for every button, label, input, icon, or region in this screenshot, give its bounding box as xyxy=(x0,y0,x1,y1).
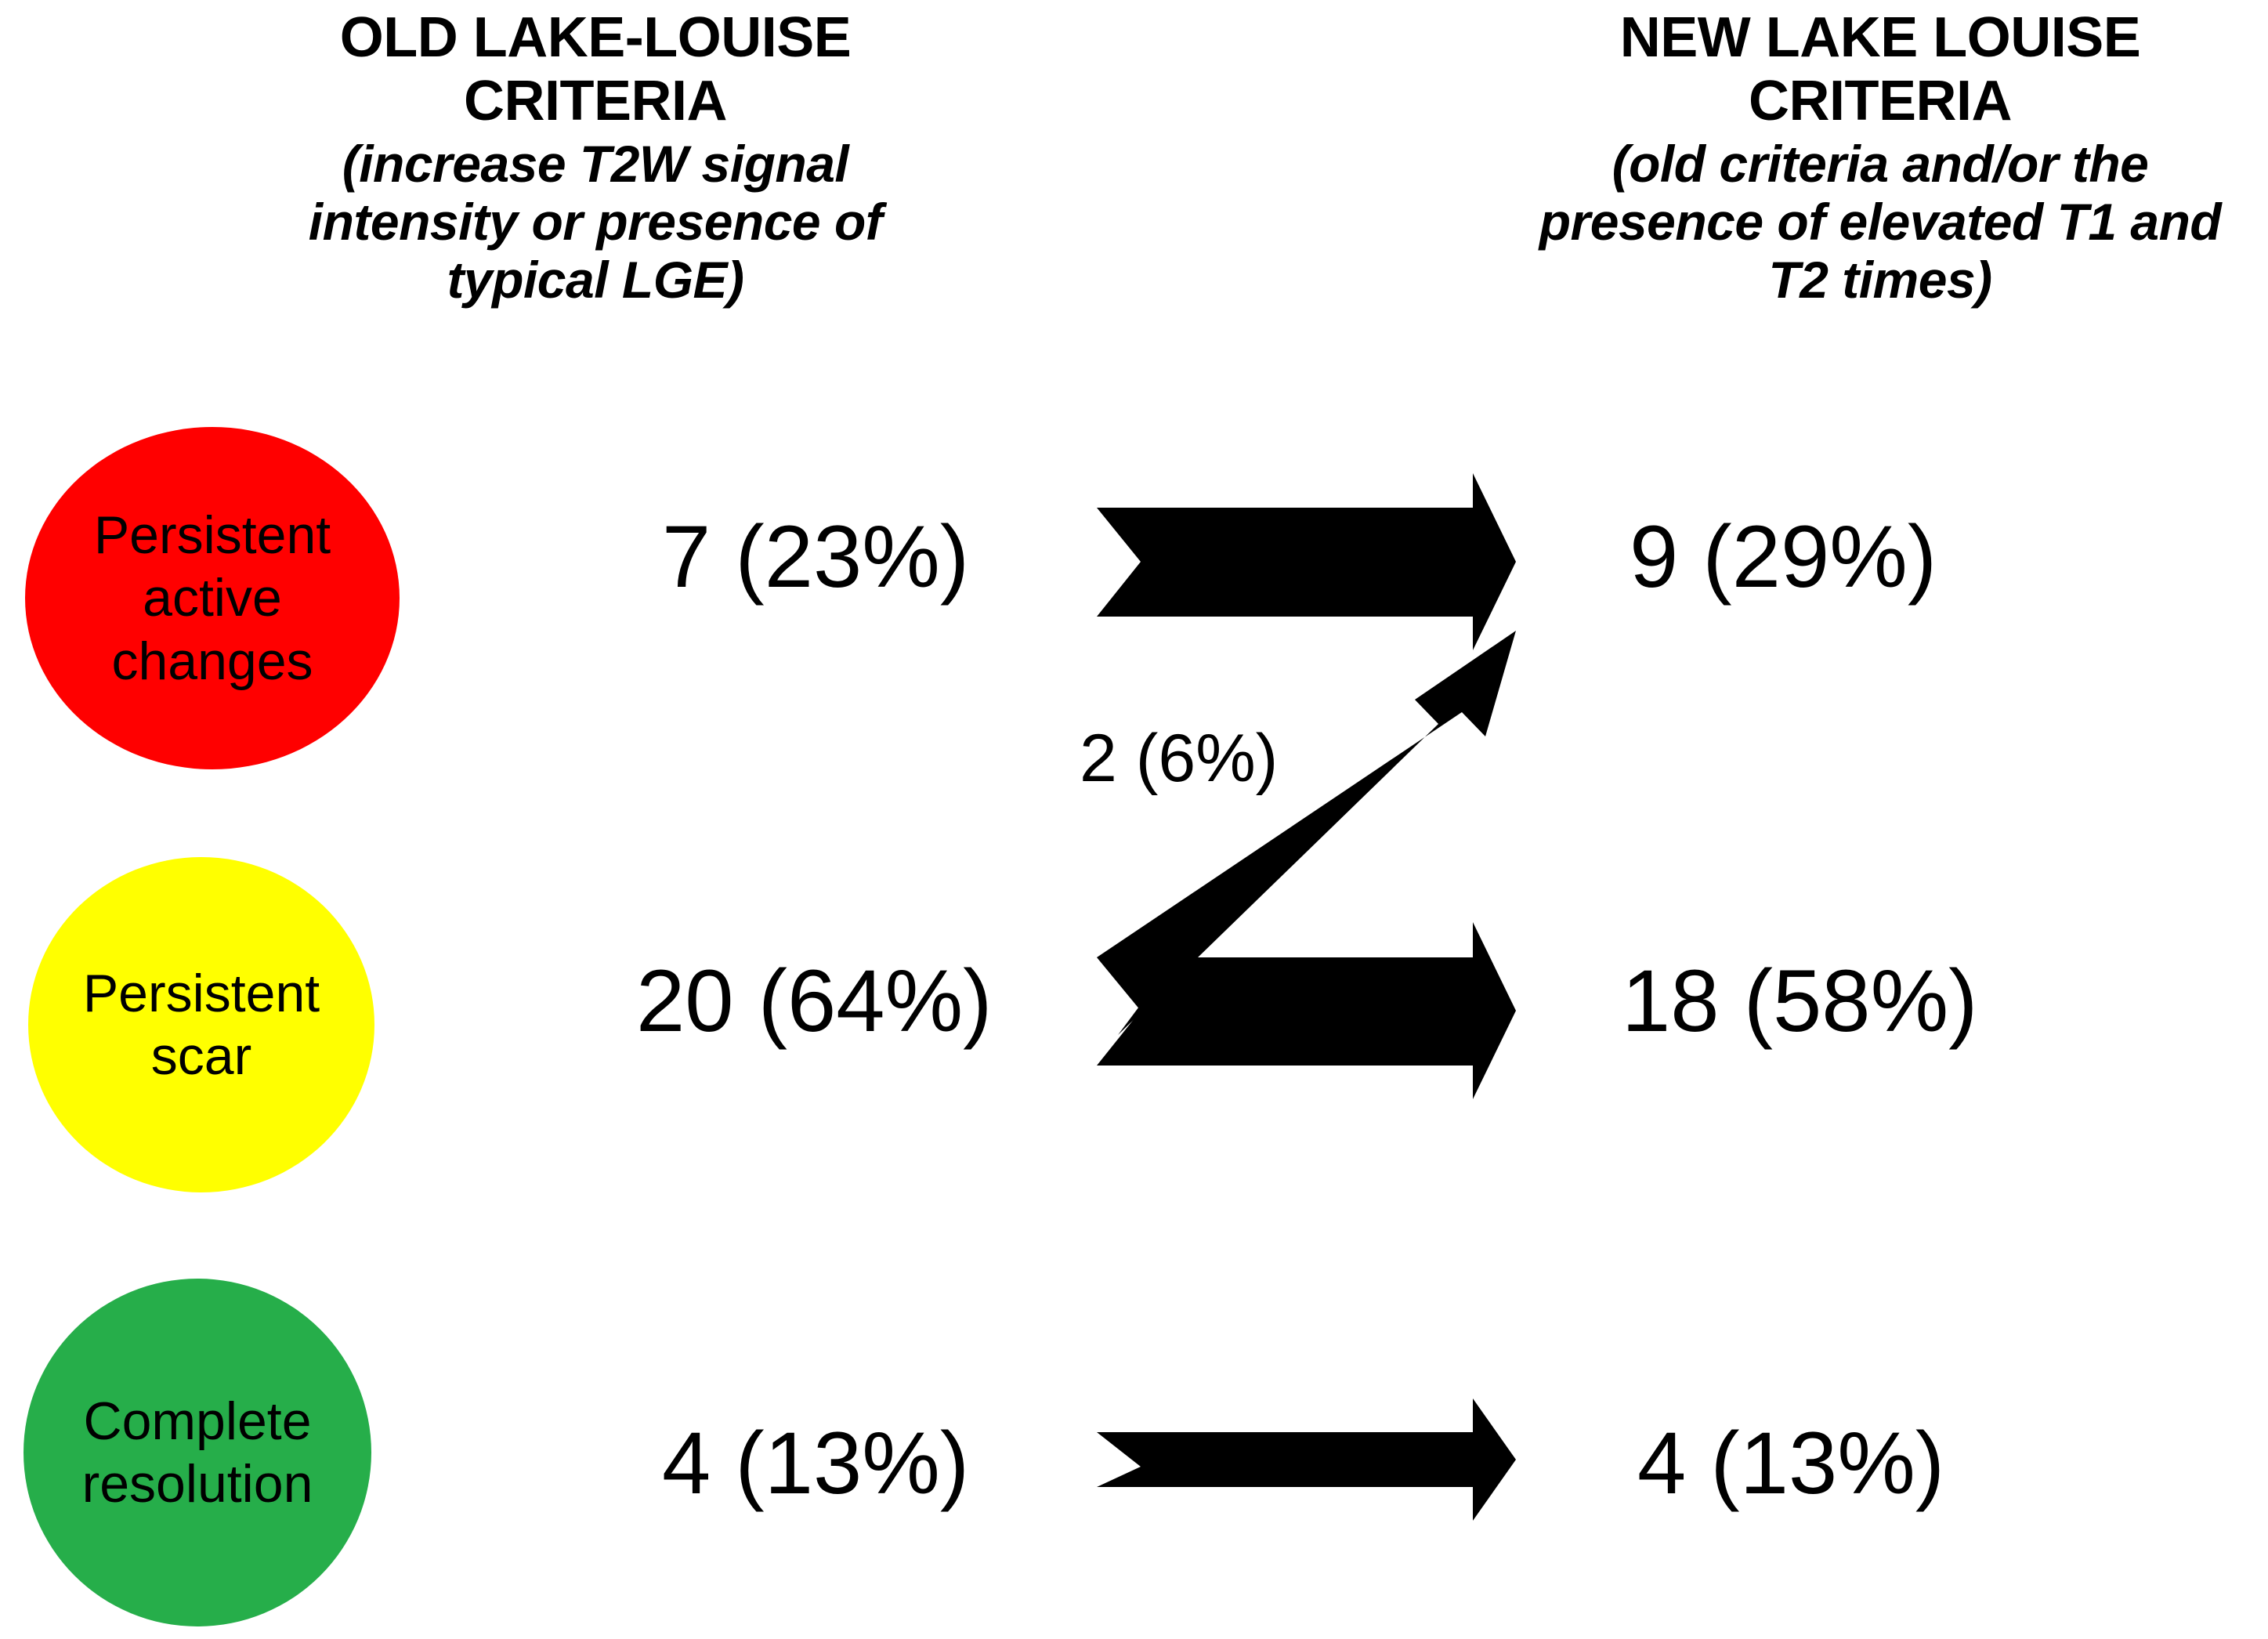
stat-new-complete-resolution: 4 (13%) xyxy=(1637,1414,1945,1512)
flow-arrow-row1 xyxy=(1097,473,1516,650)
stat-old-persistent-scar: 20 (64%) xyxy=(636,952,993,1050)
flow-arrow-diagonal-scar-to-active xyxy=(1097,631,1516,1035)
column-header-new-subtitle: (old criteria and/or the presence of ele… xyxy=(1539,135,2222,309)
column-header-old-subtitle: (increase T2W signal intensity or presen… xyxy=(308,135,883,309)
category-label-complete-resolution: Complete resolution xyxy=(81,1391,313,1514)
flow-arrow-row2 xyxy=(1097,922,1516,1099)
category-label-persistent-scar: Persistent scar xyxy=(82,963,320,1086)
category-circle-complete-resolution: Complete resolution xyxy=(24,1279,371,1626)
category-circle-persistent-scar: Persistent scar xyxy=(28,857,374,1192)
flow-arrow-row3 xyxy=(1097,1398,1516,1521)
flow-label-scar-to-active: 2 (6%) xyxy=(1080,721,1279,796)
column-header-new-criteria: NEW LAKE LOUISE CRITERIA (old criteria a… xyxy=(1536,6,2225,309)
column-header-old-criteria: OLD LAKE-LOUISE CRITERIA (increase T2W s… xyxy=(259,6,932,309)
category-label-persistent-active-changes: Persistent active changes xyxy=(93,505,331,691)
category-circle-persistent-active-changes: Persistent active changes xyxy=(25,427,400,769)
stat-old-persistent-active-changes: 7 (23%) xyxy=(662,508,970,606)
column-header-new-title: NEW LAKE LOUISE CRITERIA xyxy=(1619,6,2141,132)
stat-new-persistent-scar: 18 (58%) xyxy=(1622,952,1978,1050)
column-header-old-title: OLD LAKE-LOUISE CRITERIA xyxy=(339,6,852,132)
stat-old-complete-resolution: 4 (13%) xyxy=(662,1414,970,1512)
stat-new-persistent-active-changes: 9 (29%) xyxy=(1630,508,1937,606)
